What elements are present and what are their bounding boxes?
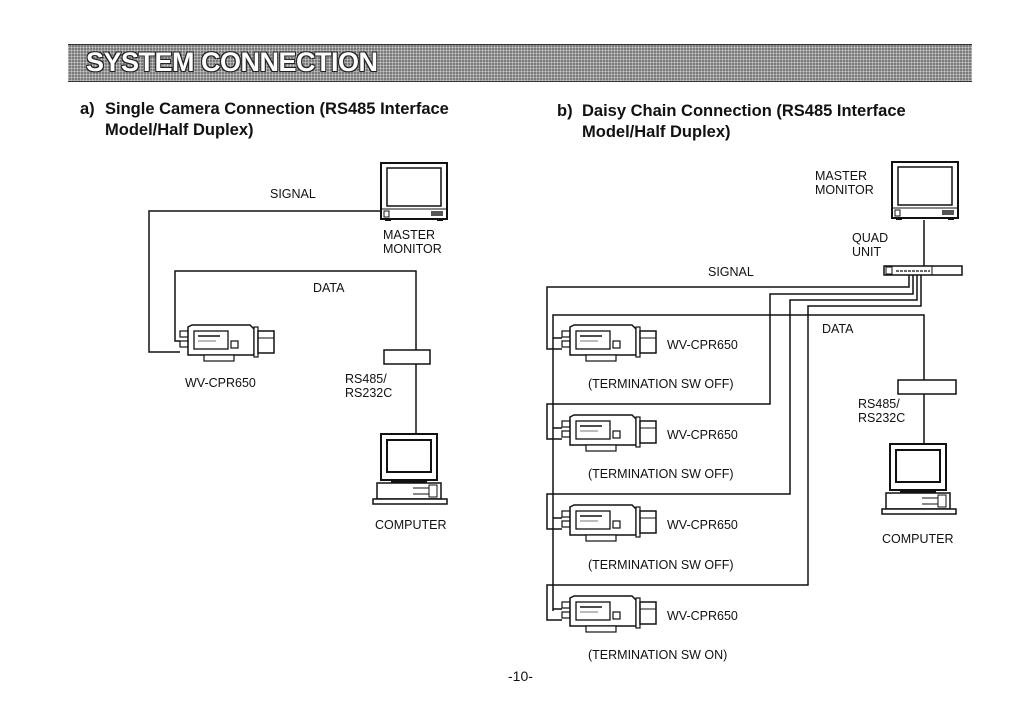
camera-1-icon: [561, 324, 657, 362]
quad-unit-icon: [883, 265, 963, 276]
camera-1-model-label: WV-CPR650: [667, 338, 738, 352]
master-monitor-label-line2: MONITOR: [383, 242, 442, 256]
master-monitor-label-line2: MONITOR: [815, 183, 874, 197]
master-monitor-label-line1: MASTER: [815, 169, 868, 183]
computer-label: COMPUTER: [882, 532, 954, 546]
camera-label: WV-CPR650: [185, 376, 256, 390]
page-number: -10-: [508, 668, 533, 684]
section-b-diagram: [546, 161, 963, 633]
page-title: SYSTEM CONNECTION: [86, 47, 378, 77]
section-b-title-line1: Daisy Chain Connection (RS485 Interface: [582, 102, 906, 120]
converter-label-line2: RS232C: [345, 386, 393, 400]
section-a-title-line2: Model/Half Duplex): [105, 121, 254, 139]
signal-cable: [148, 210, 381, 353]
section-a-diagram: [148, 162, 448, 505]
camera-3-model-label: WV-CPR650: [667, 518, 738, 532]
computer-icon: [881, 443, 957, 515]
master-monitor-icon: [380, 162, 448, 222]
section-b-title-line2: Model/Half Duplex): [582, 123, 731, 141]
camera-1-termination-label: (TERMINATION SW OFF): [588, 377, 734, 391]
signal-label: SIGNAL: [708, 265, 754, 279]
master-monitor-icon: [891, 161, 959, 221]
data-cable: [174, 270, 417, 350]
camera-4-icon: [561, 595, 657, 633]
camera-2-termination-label: (TERMINATION SW OFF): [588, 467, 734, 481]
signal-cable-4: [546, 275, 922, 621]
converter-label-line1: RS485/: [858, 397, 900, 411]
rs485-converter-icon: [383, 349, 431, 365]
signal-cable-3: [546, 275, 918, 530]
section-a-number: a): [80, 100, 95, 118]
computer-icon: [372, 433, 448, 505]
data-label: DATA: [822, 322, 854, 336]
camera-2-model-label: WV-CPR650: [667, 428, 738, 442]
quad-unit-label-line1: QUAD: [852, 231, 889, 245]
converter-label-line2: RS232C: [858, 411, 906, 425]
camera-icon: [179, 324, 275, 362]
rs485-converter-icon: [897, 379, 957, 395]
converter-label-line1: RS485/: [345, 372, 387, 386]
camera-4-model-label: WV-CPR650: [667, 609, 738, 623]
signal-label: SIGNAL: [270, 187, 316, 201]
camera-4-termination-label: (TERMINATION SW ON): [588, 648, 728, 662]
master-monitor-label-line1: MASTER: [383, 228, 436, 242]
signal-cable-1: [546, 275, 910, 350]
camera-3-icon: [561, 504, 657, 542]
data-cable: [552, 314, 925, 380]
signal-cable-2: [546, 275, 914, 440]
section-b-number: b): [557, 102, 573, 120]
camera-3-termination-label: (TERMINATION SW OFF): [588, 558, 734, 572]
section-a-title-line1: Single Camera Connection (RS485 Interfac…: [105, 100, 449, 118]
quad-unit-label-line2: UNIT: [852, 245, 882, 259]
header-bar: [68, 44, 972, 82]
camera-2-icon: [561, 414, 657, 452]
section-a-title: a) Single Camera Connection (RS485 Interf…: [80, 99, 449, 141]
section-b-title: b) Daisy Chain Connection (RS485 Interfac…: [557, 101, 906, 143]
computer-label: COMPUTER: [375, 518, 447, 532]
data-label: DATA: [313, 281, 345, 295]
